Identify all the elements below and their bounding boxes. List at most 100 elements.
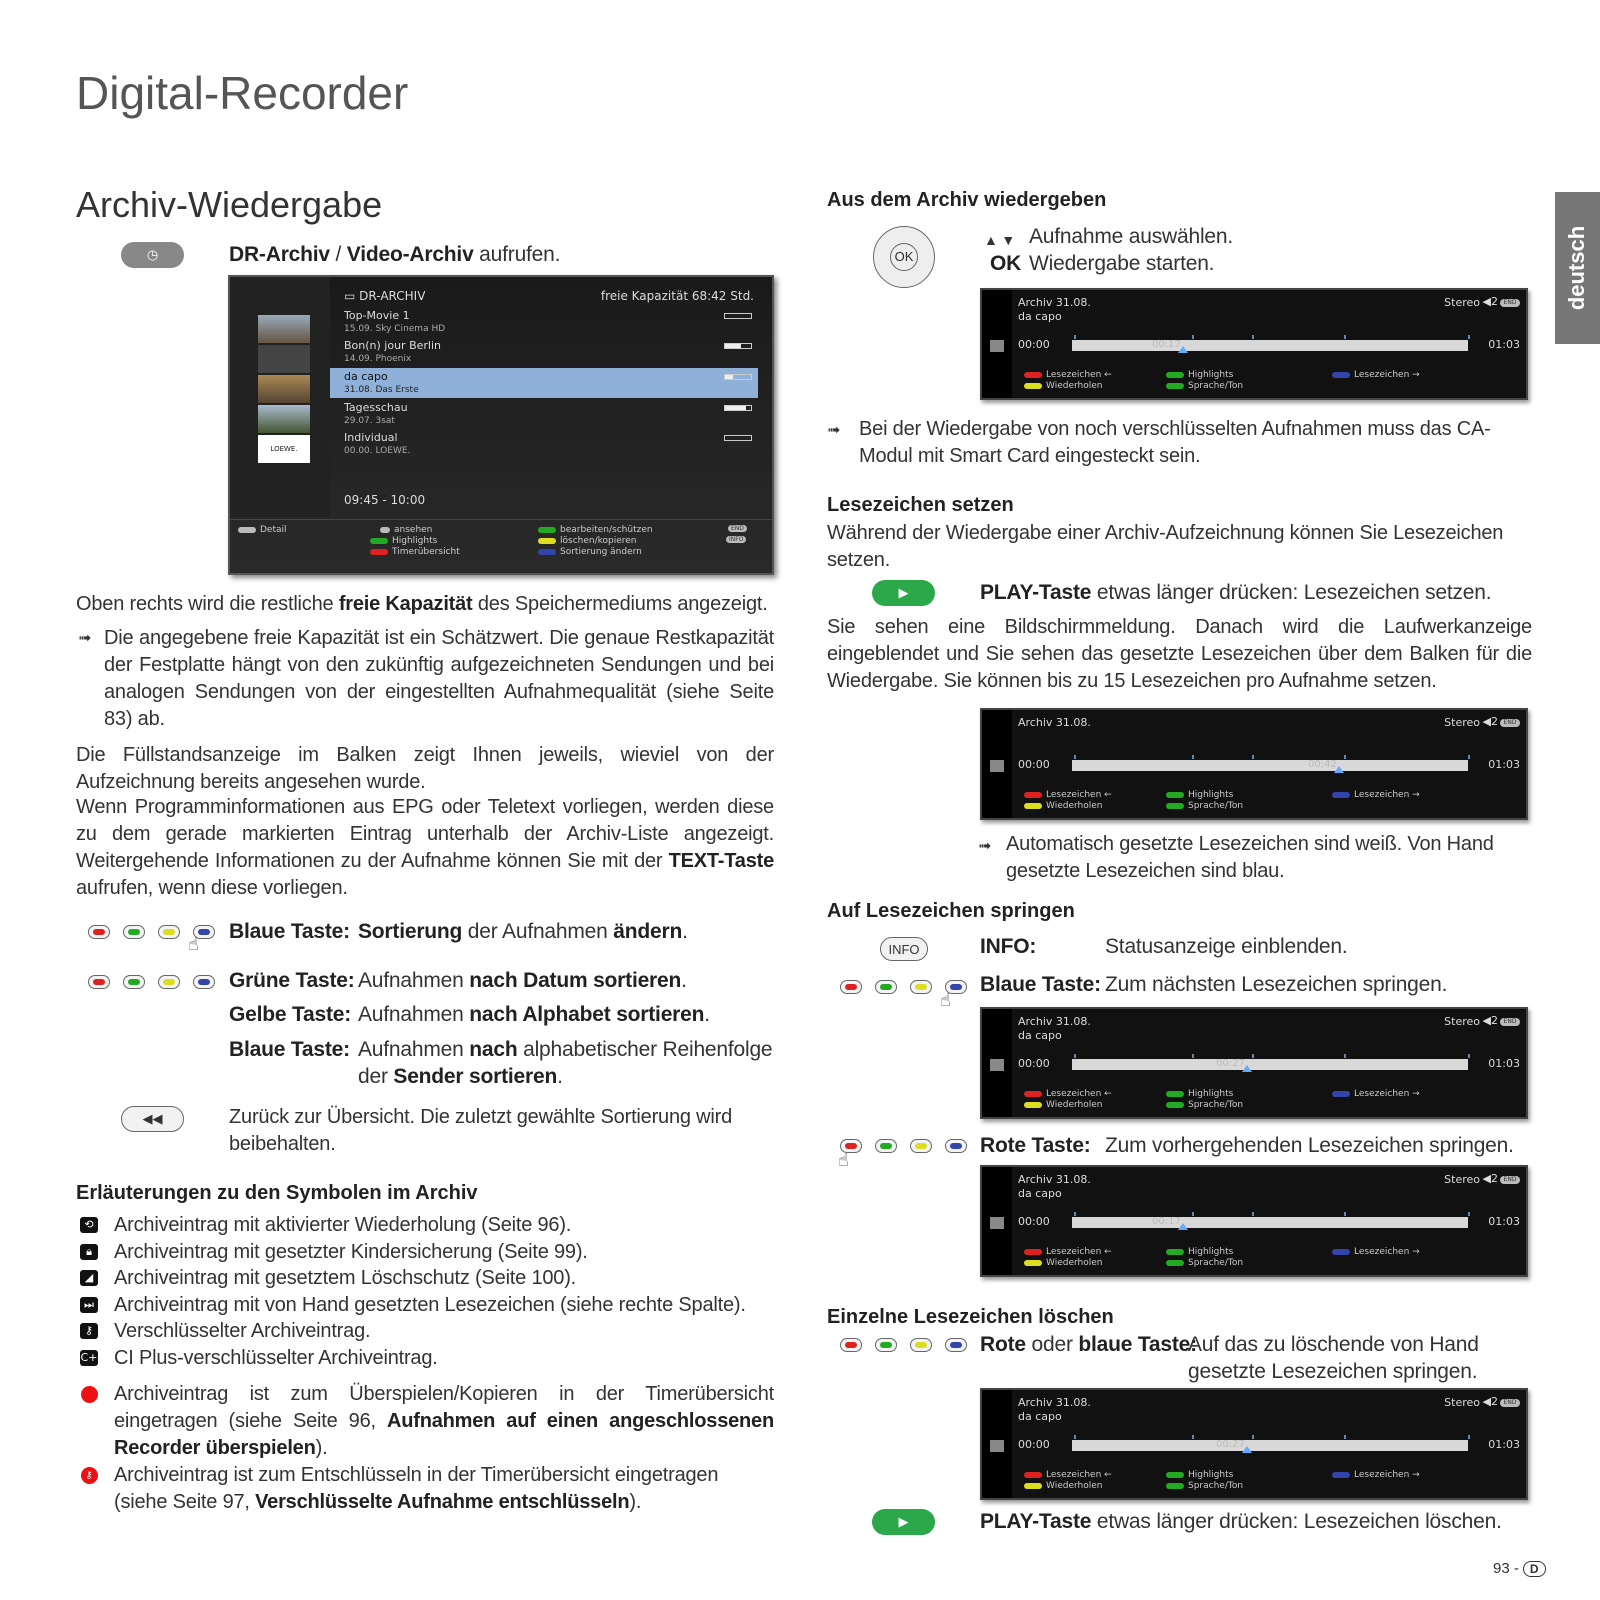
position-pointer	[1242, 1446, 1252, 1453]
end-time: 01:03	[1488, 338, 1520, 351]
archive-row[interactable]: da capo 31.08. Das Erste	[330, 368, 758, 398]
play-button[interactable]: ▶	[872, 1509, 935, 1535]
thumbnail	[258, 315, 310, 343]
start-time: 00:00	[1018, 338, 1050, 351]
red-button[interactable]	[840, 980, 862, 994]
green-button[interactable]	[123, 975, 145, 989]
speaker-icon: ◀	[1482, 295, 1491, 308]
archive-row-date: 31.08. Das Erste	[344, 385, 419, 395]
blue-button[interactable]	[945, 980, 967, 994]
end-key: END	[1500, 299, 1520, 307]
archive-row-title: da capo	[344, 370, 388, 383]
symbol-text: Archiveintrag mit gesetzter Kindersicher…	[114, 1240, 588, 1263]
navigation-pad[interactable]: OK	[873, 226, 935, 288]
delete-title: Einzelne Lesezeichen löschen	[827, 1306, 1114, 1328]
recording-title: da capo	[1018, 1187, 1062, 1200]
yellow-button[interactable]	[158, 925, 180, 939]
symbols-title: Erläuterungen zu den Symbolen im Archiv	[76, 1182, 478, 1204]
yellow-button[interactable]	[158, 975, 180, 989]
footer-detail: Detail	[260, 525, 287, 535]
side-tab: deutsch	[1555, 192, 1600, 344]
back-button[interactable]: ◀◀	[121, 1106, 184, 1132]
progress-bar	[724, 435, 752, 441]
info-key: INFO	[726, 536, 747, 543]
blue-button[interactable]	[193, 925, 215, 939]
recording-title: da capo	[1018, 1029, 1062, 1042]
green-button[interactable]	[875, 980, 897, 994]
blue-button[interactable]	[945, 1338, 967, 1352]
play-button[interactable]: ▶	[872, 580, 935, 606]
info-button[interactable]: INFO	[880, 937, 928, 961]
timer-button[interactable]: ◷	[121, 242, 184, 268]
progress-fill	[725, 375, 733, 379]
archive-row-date: 29.07. 3sat	[344, 416, 395, 426]
green-key-text: Aufnahmen nach Datum sortieren.	[358, 969, 687, 992]
red-button[interactable]	[840, 1139, 862, 1153]
footer-timer: Timerübersicht	[392, 547, 460, 557]
current-position: 00:27	[1216, 1439, 1245, 1450]
bookmark-marker	[1192, 335, 1194, 339]
blue-button[interactable]	[945, 1139, 967, 1153]
bookmark-title: Lesezeichen setzen	[827, 494, 1014, 516]
red-prev-text: Zum vorhergehenden Lesezeichen springen.	[1105, 1134, 1514, 1157]
volume-value: 2	[1491, 1014, 1498, 1027]
green-button[interactable]	[875, 1139, 897, 1153]
back-text: Zurück zur Übersicht. Die zuletzt gewähl…	[229, 1106, 733, 1155]
footer-ok: ansehen	[394, 525, 433, 535]
speaker-icon: ◀	[1482, 715, 1491, 728]
bookmark-marker	[1252, 1054, 1254, 1058]
progress-fill	[725, 344, 741, 348]
play-title: Aus dem Archiv wiedergeben	[827, 189, 1107, 211]
progress-bar	[724, 313, 752, 319]
green-button[interactable]	[875, 1338, 897, 1352]
yellow-button[interactable]	[910, 980, 932, 994]
play-set-text: PLAY-Taste etwas länger drücken: Lesezei…	[980, 581, 1492, 604]
bookmark-marker	[1468, 335, 1470, 339]
blue-button[interactable]	[193, 975, 215, 989]
delete-protect-icon: ◢	[78, 1268, 100, 1288]
bookmark-icon: ⏭	[78, 1295, 100, 1315]
green-button[interactable]	[123, 925, 145, 939]
archive-row-title: Individual	[344, 431, 398, 444]
yellow-button[interactable]	[910, 1338, 932, 1352]
audio-mode: Stereo	[1444, 1396, 1480, 1409]
yellow-button[interactable]	[910, 1139, 932, 1153]
legend-highlights: Highlights	[1188, 1470, 1234, 1480]
note-arrow-icon: ➟	[827, 420, 841, 439]
film-icon	[990, 340, 1004, 352]
thumbnail-logo: LOEWE.	[258, 435, 310, 463]
film-icon	[990, 760, 1004, 772]
ok-button[interactable]: OK	[890, 243, 918, 271]
estimate-note: Die angegebene freie Kapazität ist ein S…	[104, 627, 774, 730]
record-dot-icon	[78, 1384, 100, 1404]
red-button[interactable]	[88, 925, 110, 939]
play-icon: ▶	[898, 585, 909, 601]
end-time: 01:03	[1488, 1215, 1520, 1228]
start-time: 00:00	[1018, 758, 1050, 771]
bookmark-marker	[1468, 755, 1470, 759]
red-button[interactable]	[88, 975, 110, 989]
red-button[interactable]	[840, 1338, 862, 1352]
legend-repeat: Wiederholen	[1046, 1258, 1103, 1268]
bookmark-text: Sie sehen eine Bildschirmmeldung. Danach…	[827, 616, 1532, 692]
bookmark-intro: Während der Wiedergabe einer Archiv-Aufz…	[827, 522, 1504, 571]
legend-bookmark-forward: Lesezeichen →	[1354, 1247, 1420, 1257]
legend-highlights: Highlights	[1188, 1089, 1234, 1099]
current-position: 00:17	[1152, 1216, 1181, 1227]
bookmark-marker	[1192, 1212, 1194, 1216]
symbol-text: Archiveintrag mit von Hand gesetzten Les…	[114, 1293, 746, 1316]
section-title: Archiv-Wiedergabe	[76, 184, 383, 225]
legend-highlights: Highlights	[1188, 370, 1234, 380]
end-key: END	[1500, 1018, 1520, 1026]
position-pointer	[1242, 1065, 1252, 1072]
start-time: 00:00	[1018, 1438, 1050, 1451]
legend-audio: Sprache/Ton	[1188, 1258, 1244, 1268]
position-pointer	[1178, 346, 1188, 353]
